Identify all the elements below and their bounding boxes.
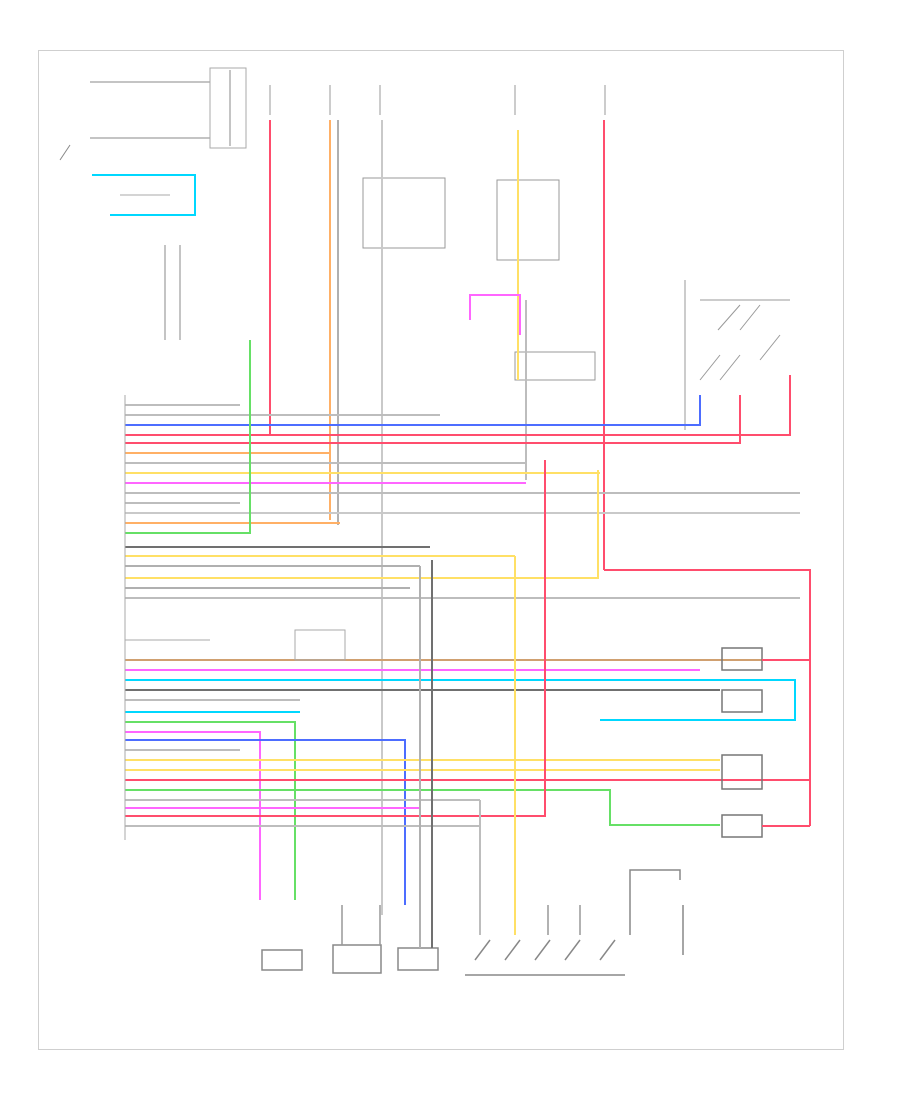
ecm-connector <box>124 395 346 840</box>
diagram-frame <box>38 50 844 1050</box>
transmission-solenoids <box>600 569 811 838</box>
ecm-harness <box>125 340 810 905</box>
vertical-wires <box>269 120 605 915</box>
top-components <box>269 85 790 430</box>
bottom-components <box>261 556 684 976</box>
cyan-wires <box>92 174 796 721</box>
top-left-switches <box>59 67 247 340</box>
